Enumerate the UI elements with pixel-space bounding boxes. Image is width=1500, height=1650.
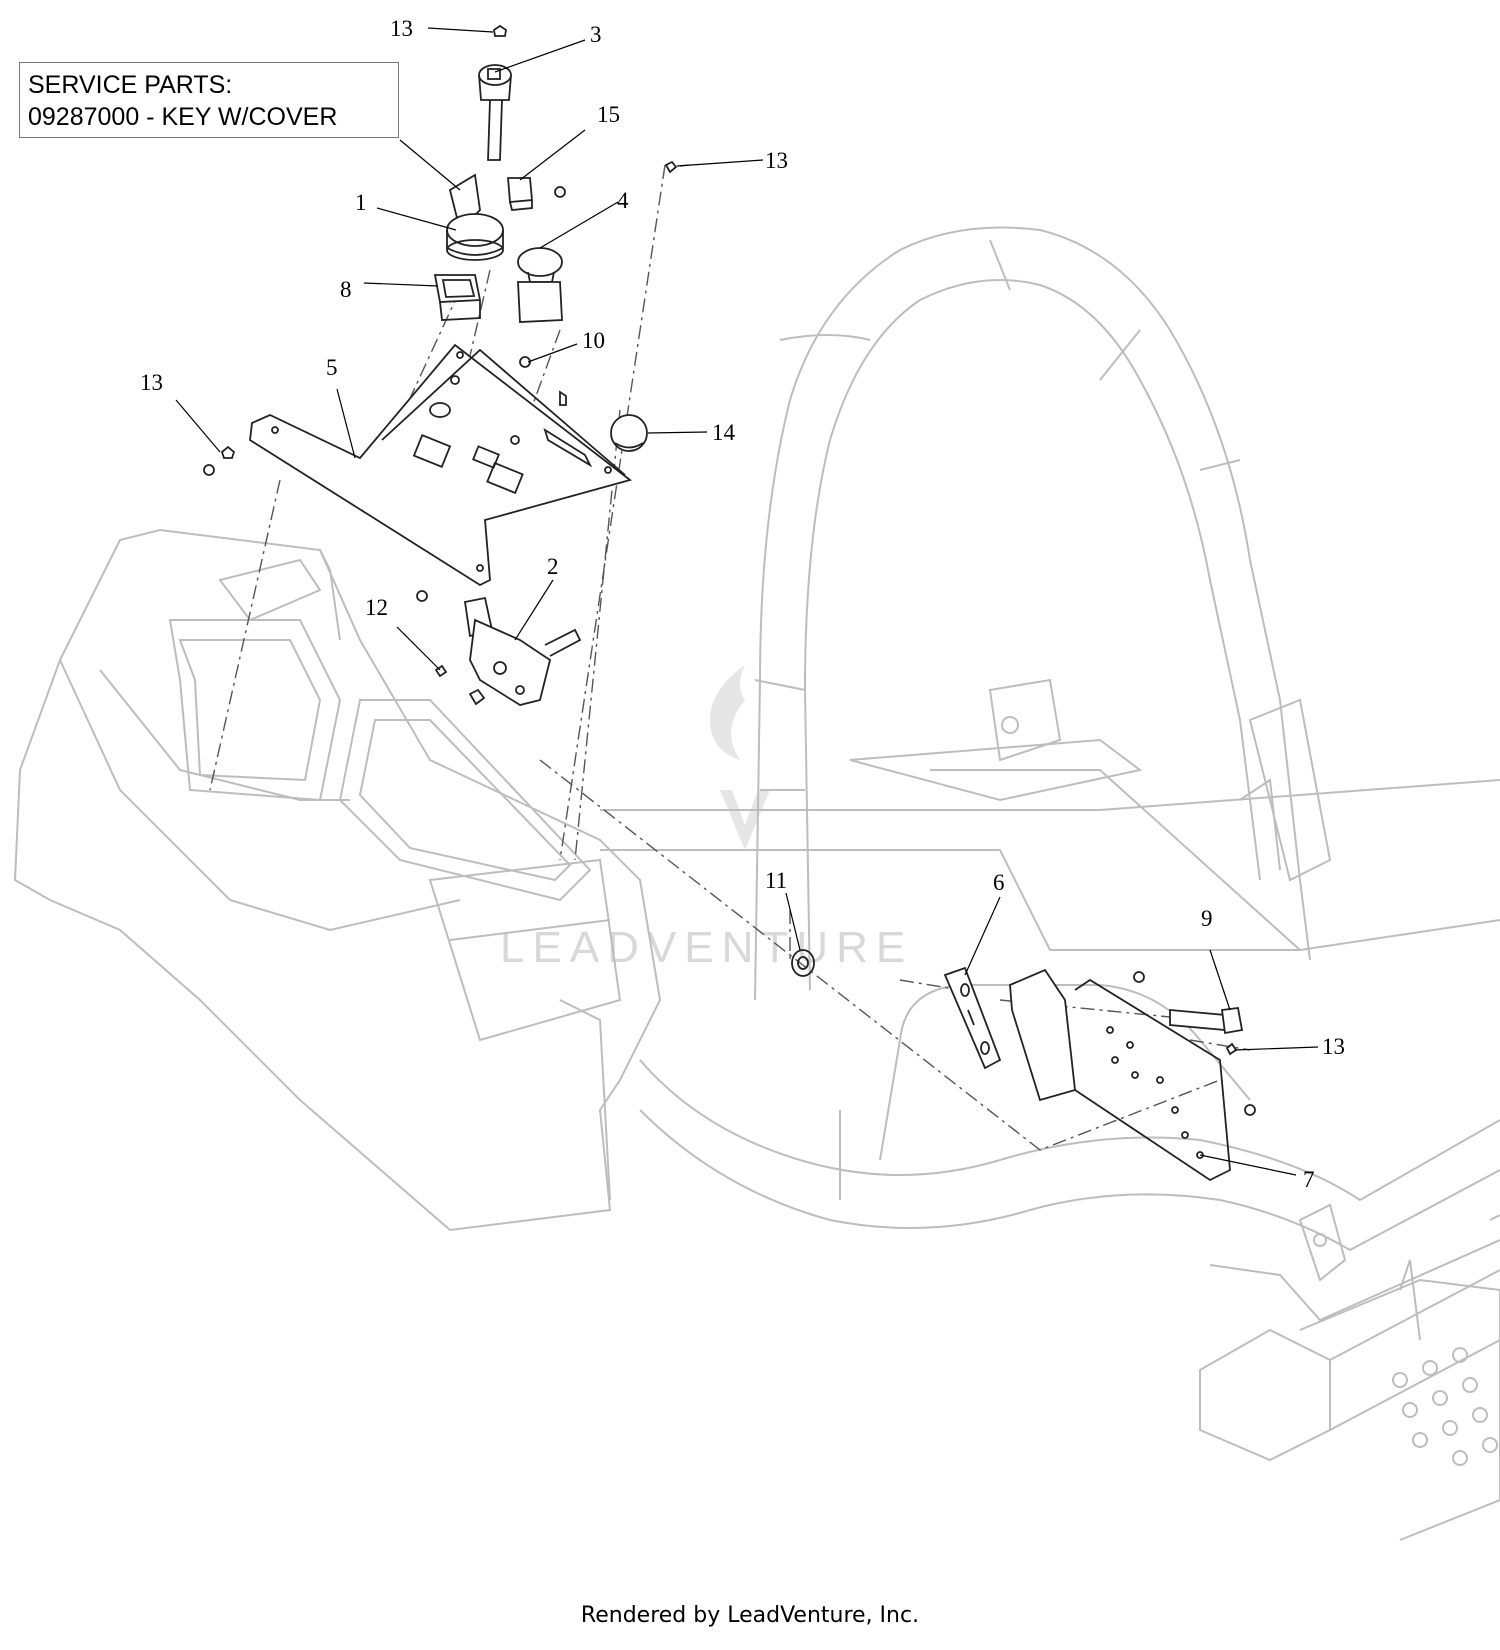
- callout-6: 6: [993, 870, 1005, 895]
- frame-rails: [600, 769, 1500, 1541]
- pin-part: [1169, 1007, 1244, 1035]
- callout-10: 10: [582, 328, 605, 353]
- parts: [203, 24, 1256, 1182]
- fuse-holder-part: [507, 177, 566, 211]
- ignition-switch-part: [446, 173, 504, 261]
- callout-13c: 13: [140, 370, 163, 395]
- service-parts-box: SERVICE PARTS: 09287000 - KEY W/COVER: [19, 62, 399, 138]
- footer-credit: Rendered by LeadVenture, Inc.: [580, 1603, 920, 1628]
- rocker-switch-part: [433, 274, 482, 321]
- ignition-key-part: [478, 64, 512, 161]
- callout-labels: 13 3 15 13 1 4 8 10 13 5 14 2 12 11 6 9 …: [140, 16, 1345, 1192]
- watermark-text: LEADVENTURE: [500, 923, 913, 972]
- service-parts-heading: SERVICE PARTS:: [28, 71, 233, 99]
- callout-14: 14: [712, 420, 736, 445]
- callout-4: 4: [617, 188, 629, 213]
- callout-2: 2: [547, 554, 559, 579]
- callout-11: 11: [765, 868, 787, 893]
- console-body: [13, 528, 662, 1232]
- mounting-bracket-part: [1009, 968, 1231, 1182]
- callout-13a: 13: [390, 16, 413, 41]
- callout-1: 1: [355, 190, 367, 215]
- callout-9: 9: [1201, 906, 1213, 931]
- knob-part: [610, 414, 648, 452]
- callout-7: 7: [1303, 1167, 1315, 1192]
- pto-switch-part: [517, 247, 563, 323]
- leader-lines: [175, 27, 1319, 1176]
- watermark: LEADVENTURE: [500, 665, 913, 972]
- callout-8: 8: [340, 277, 352, 302]
- callout-12: 12: [365, 595, 388, 620]
- dash-plate-part: [249, 343, 632, 587]
- assembly-guides: [209, 164, 1251, 1151]
- service-parts-key-cover: 09287000 - KEY W/COVER: [28, 103, 338, 131]
- callout-15: 15: [597, 102, 620, 127]
- callout-5: 5: [326, 355, 338, 380]
- brake-switch-part: [416, 590, 582, 706]
- callout-13b: 13: [765, 148, 788, 173]
- washer-part: [791, 949, 815, 977]
- slotted-bracket-part: [943, 966, 1002, 1070]
- callout-3: 3: [590, 22, 602, 47]
- callout-13d: 13: [1322, 1034, 1345, 1059]
- roll-bar: [754, 226, 1332, 1001]
